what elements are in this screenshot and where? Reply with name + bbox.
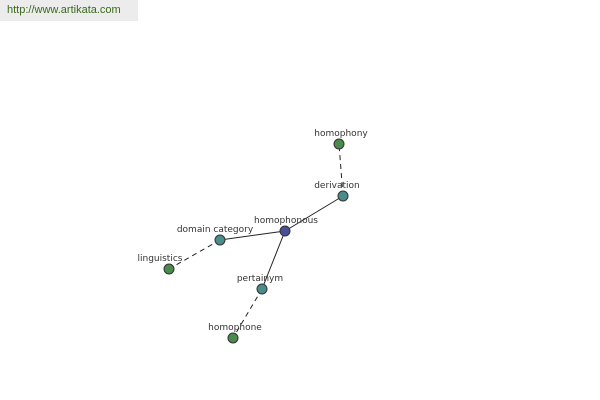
nodes-layer: homophonous derivation domain category pert… bbox=[138, 129, 368, 344]
node-homophony[interactable] bbox=[333, 138, 345, 150]
node-pertainym[interactable] bbox=[256, 283, 268, 295]
node-label-homophonous[interactable]: homophonous bbox=[254, 216, 318, 226]
edge-homophonous-to-pertainym bbox=[261, 230, 286, 290]
node-label-pertainym[interactable]: pertainym bbox=[237, 274, 283, 284]
edge-pertainym-to-homophone bbox=[232, 288, 263, 339]
node-label-domain-category[interactable]: domain category bbox=[177, 225, 254, 235]
node-derivation[interactable] bbox=[337, 190, 349, 202]
node-label-homophony[interactable]: homophony bbox=[314, 129, 368, 139]
edge-domain-category-to-linguistics bbox=[168, 239, 221, 270]
node-domain-category[interactable] bbox=[214, 234, 226, 246]
source-url-banner[interactable]: http://www.artikata.com bbox=[0, 0, 138, 21]
edge-homophonous-to-derivation bbox=[284, 195, 344, 232]
node-label-homophone[interactable]: homophone bbox=[208, 323, 262, 333]
node-homophone[interactable] bbox=[227, 332, 239, 344]
node-homophonous[interactable] bbox=[279, 225, 291, 237]
node-label-derivation[interactable]: derivation bbox=[314, 181, 360, 191]
node-linguistics[interactable] bbox=[163, 263, 175, 275]
node-label-linguistics[interactable]: linguistics bbox=[138, 254, 183, 264]
edges-layer bbox=[168, 143, 344, 339]
edge-homophonous-to-domain-category bbox=[219, 230, 286, 241]
